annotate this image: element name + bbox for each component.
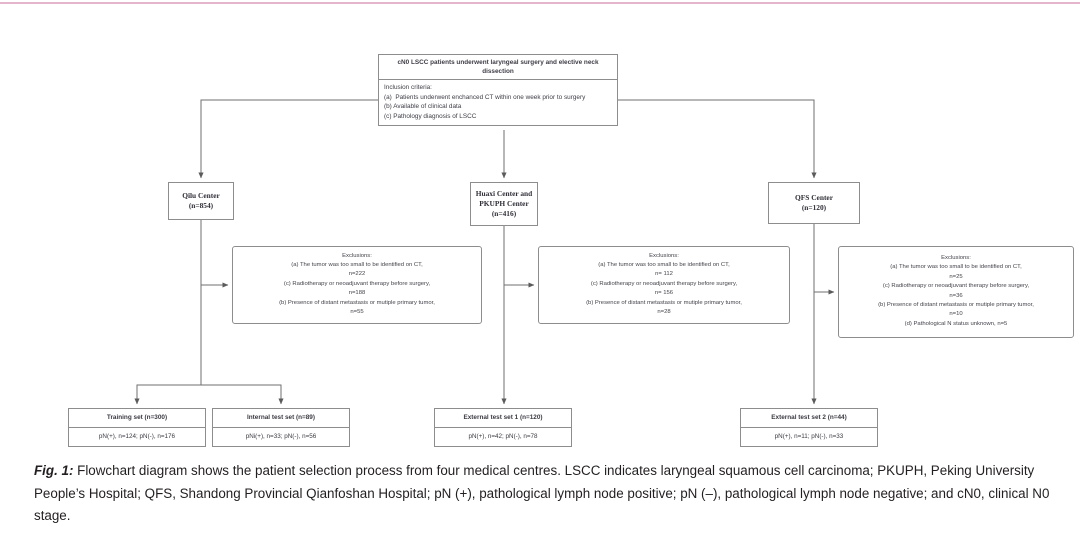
node-internal-test-set: Internal test set (n=89) pNi(+), n=33; p… <box>212 408 350 447</box>
flowchart-connectors <box>134 99 835 405</box>
node-exclusions-huaxi-pkuph: Exclusions: (a) The tumor was too small … <box>538 246 790 324</box>
training-set-title: Training set (n=300) <box>69 409 205 428</box>
exclusions-1-item-b: (b) Presence of distant metastasis or mu… <box>279 299 435 306</box>
centre-qfs-name: QFS Center <box>795 193 833 202</box>
external-test-set-2-detail: pN(+), n=11; pN(-), n=33 <box>774 433 844 440</box>
centre-qfs-text: QFS Center (n=120) <box>795 193 833 213</box>
exclusions-3-item-b: (b) Presence of distant metastasis or mu… <box>878 301 1034 308</box>
exclusions-3-item-c: (c) Radiotherapy or neoadjuvant therapy … <box>882 283 1030 290</box>
exclusions-3-item-d: (d) Pathological N status unknown, n=5 <box>904 320 1008 327</box>
exclusions-3-count-b: n=10 <box>949 311 963 318</box>
inclusion-title: cN0 LSCC patients underwent laryngeal su… <box>379 55 617 80</box>
internal-test-set-detail: pNi(+), n=33; pN(-), n=56 <box>245 433 317 440</box>
node-external-test-set-2: External test set 2 (n=44) pN(+), n=11; … <box>740 408 878 447</box>
external-test-set-2-title: External test set 2 (n=44) <box>741 409 877 428</box>
exclusions-1-count-c: n=188 <box>348 290 366 297</box>
centre-qfs-count: (n=120) <box>801 203 827 212</box>
node-inclusion-criteria: cN0 LSCC patients underwent laryngeal su… <box>378 54 618 127</box>
node-centre-huaxi-pkuph: Huaxi Center and PKUPH Center (n=416) <box>470 182 538 226</box>
inclusion-body: Inclusion criteria: (a) Patients underwe… <box>379 80 617 125</box>
exclusions-3-item-a: (a) The tumor was too small to be identi… <box>890 264 1022 271</box>
centre-qilu-text: Qilu Center (n=854) <box>182 191 220 211</box>
inclusion-item-b: (b) Available of clinical data <box>384 103 462 111</box>
node-centre-qilu: Qilu Center (n=854) <box>168 182 234 220</box>
centre-huaxi-text: Huaxi Center and PKUPH Center (n=416) <box>473 189 535 219</box>
exclusions-1-title: Exclusions: <box>342 252 372 259</box>
centre-qilu-count: (n=854) <box>188 201 214 210</box>
internal-test-set-title: Internal test set (n=89) <box>213 409 349 428</box>
external-test-set-1-detail: pN(+), n=42; pN(-), n=78 <box>468 433 538 440</box>
exclusions-2-count-b: n=28 <box>657 309 671 316</box>
exclusions-3-count-a: n=25 <box>949 273 963 280</box>
exclusions-2-item-b: (b) Presence of distant metastasis or mu… <box>586 299 742 306</box>
node-centre-qfs: QFS Center (n=120) <box>768 182 860 224</box>
exclusions-2-count-c: n= 156 <box>654 290 674 297</box>
page-top-rule <box>0 2 1080 4</box>
figure-caption: Fig. 1: Flowchart diagram shows the pati… <box>34 460 1054 528</box>
training-set-detail: pN(+), n=124; pN(-), n=176 <box>98 433 176 440</box>
exclusions-2-item-c: (c) Radiotherapy or neoadjuvant therapy … <box>590 280 738 287</box>
centre-qilu-name: Qilu Center <box>182 191 220 200</box>
exclusions-1-count-a: n=222 <box>348 271 366 278</box>
exclusions-3-count-c: n=36 <box>949 292 963 299</box>
exclusions-2-item-a: (a) The tumor was too small to be identi… <box>598 261 730 268</box>
exclusions-1-item-a: (a) The tumor was too small to be identi… <box>291 261 423 268</box>
exclusions-2-title: Exclusions: <box>649 252 679 259</box>
external-test-set-1-title: External test set 1 (n=120) <box>435 409 571 428</box>
exclusions-2-count-a: n= 112 <box>655 271 673 278</box>
figure-caption-text: Flowchart diagram shows the patient sele… <box>34 463 1050 523</box>
node-exclusions-qfs: Exclusions: (a) The tumor was too small … <box>838 246 1074 338</box>
exclusions-1-item-c: (c) Radiotherapy or neoadjuvant therapy … <box>283 280 431 287</box>
exclusions-3-title: Exclusions: <box>941 254 971 261</box>
node-external-test-set-1: External test set 1 (n=120) pN(+), n=42;… <box>434 408 572 447</box>
centre-huaxi-name: Huaxi Center and PKUPH Center <box>475 189 533 208</box>
exclusions-1-count-b: n=55 <box>350 309 364 316</box>
node-exclusions-qilu: Exclusions: (a) The tumor was too small … <box>232 246 482 324</box>
inclusion-item-a: (a) Patients underwent enchanced CT with… <box>384 93 586 101</box>
node-training-set: Training set (n=300) pN(+), n=124; pN(-)… <box>68 408 206 447</box>
flowchart-diagram: cN0 LSCC patients underwent laryngeal su… <box>68 54 1074 447</box>
inclusion-heading: Inclusion criteria: <box>384 84 432 91</box>
figure-caption-label: Fig. 1: <box>34 463 74 478</box>
centre-huaxi-count: (n=416) <box>491 209 517 218</box>
inclusion-item-c: (c) Pathology diagnosis of LSCC <box>384 112 477 120</box>
